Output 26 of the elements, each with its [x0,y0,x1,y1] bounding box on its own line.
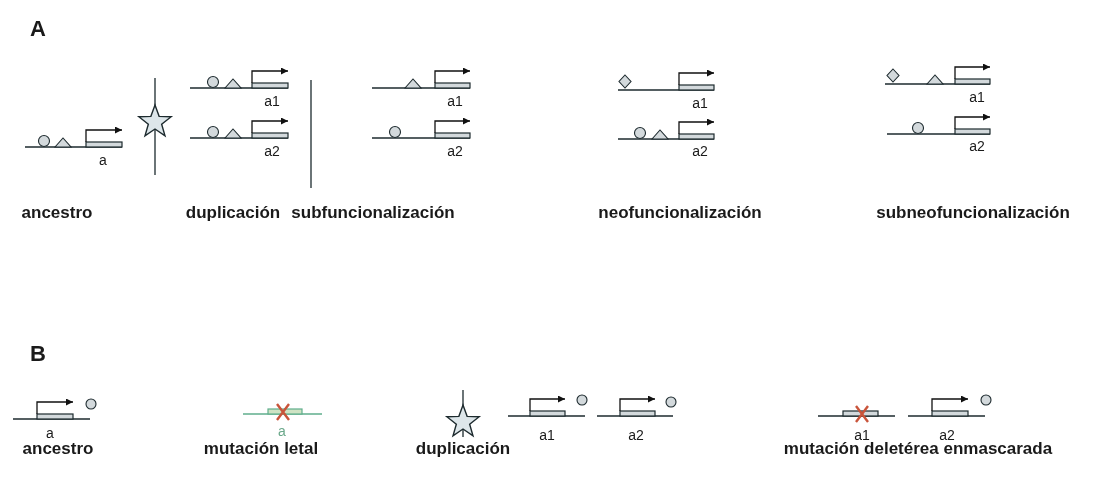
gene-label: a2 [264,144,280,158]
panel-caption: ancestro [21,204,93,221]
panel-caption: duplicación [185,204,281,221]
gene-label: a1 [539,428,555,442]
panel-caption: ancestro [22,440,94,457]
panel-caption: subfuncionalización [291,204,455,221]
gene-label: a2 [692,144,708,158]
gene-label: a1 [447,94,463,108]
gene-label: a2 [969,139,985,153]
gene-label: a1 [264,94,280,108]
gene-label: a1 [692,96,708,110]
gene-label: a2 [939,428,955,442]
gene-label: a2 [628,428,644,442]
gene-label: a [46,426,54,440]
panel-letter: B [30,343,46,365]
gene-label: a1 [969,90,985,104]
panel-caption: subneofuncionalización [876,204,1070,221]
panel-caption: neofuncionalización [598,204,762,221]
gene-label: a2 [447,144,463,158]
panel-caption: mutación letal [203,440,319,457]
gene-label: a [278,424,286,438]
panel-caption: duplicación [415,440,511,457]
panel-letter: A [30,18,46,40]
gene-label: a1 [854,428,870,442]
panel-caption: mutación deletérea enmascarada [783,440,1053,457]
gene-label: a [99,153,107,167]
